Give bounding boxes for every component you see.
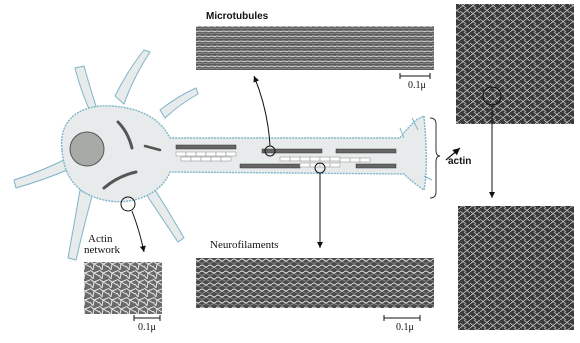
neurofilaments-scale-label: 0.1μ — [396, 322, 414, 333]
scale-bar — [400, 73, 430, 79]
actin-network-scale-label: 0.1μ — [138, 322, 156, 333]
axon-microtubule — [240, 164, 300, 168]
growth-cone-sem-micrograph — [456, 4, 574, 124]
actin-label: actin — [448, 156, 471, 167]
growth-cone-bracket — [430, 118, 440, 198]
actin-filaments-sem-micrograph — [458, 206, 574, 330]
dendrite — [115, 50, 150, 104]
arrow-to-microtubules — [254, 76, 270, 146]
actin-network-micrograph — [84, 262, 162, 314]
dendrite — [160, 88, 198, 118]
neuron — [14, 50, 432, 260]
cell-body — [62, 106, 427, 202]
scale-bar — [134, 315, 160, 321]
axon-microtubule — [356, 164, 396, 168]
actin-network-label-line2: network — [84, 245, 120, 256]
microtubules-label: Microtubules — [206, 11, 268, 22]
axon-microtubule — [262, 149, 322, 153]
neurofilaments-label: Neurofilaments — [210, 240, 278, 251]
scale-bar — [384, 315, 420, 321]
axon-microtubule — [336, 149, 396, 153]
nucleus — [70, 132, 104, 166]
arrow-to-actin-network — [132, 211, 144, 252]
neurofilaments-micrograph — [196, 258, 434, 308]
microtubules-micrograph — [196, 26, 434, 70]
axon-microtubule — [176, 145, 236, 149]
microtubules-scale-label: 0.1μ — [408, 80, 426, 91]
